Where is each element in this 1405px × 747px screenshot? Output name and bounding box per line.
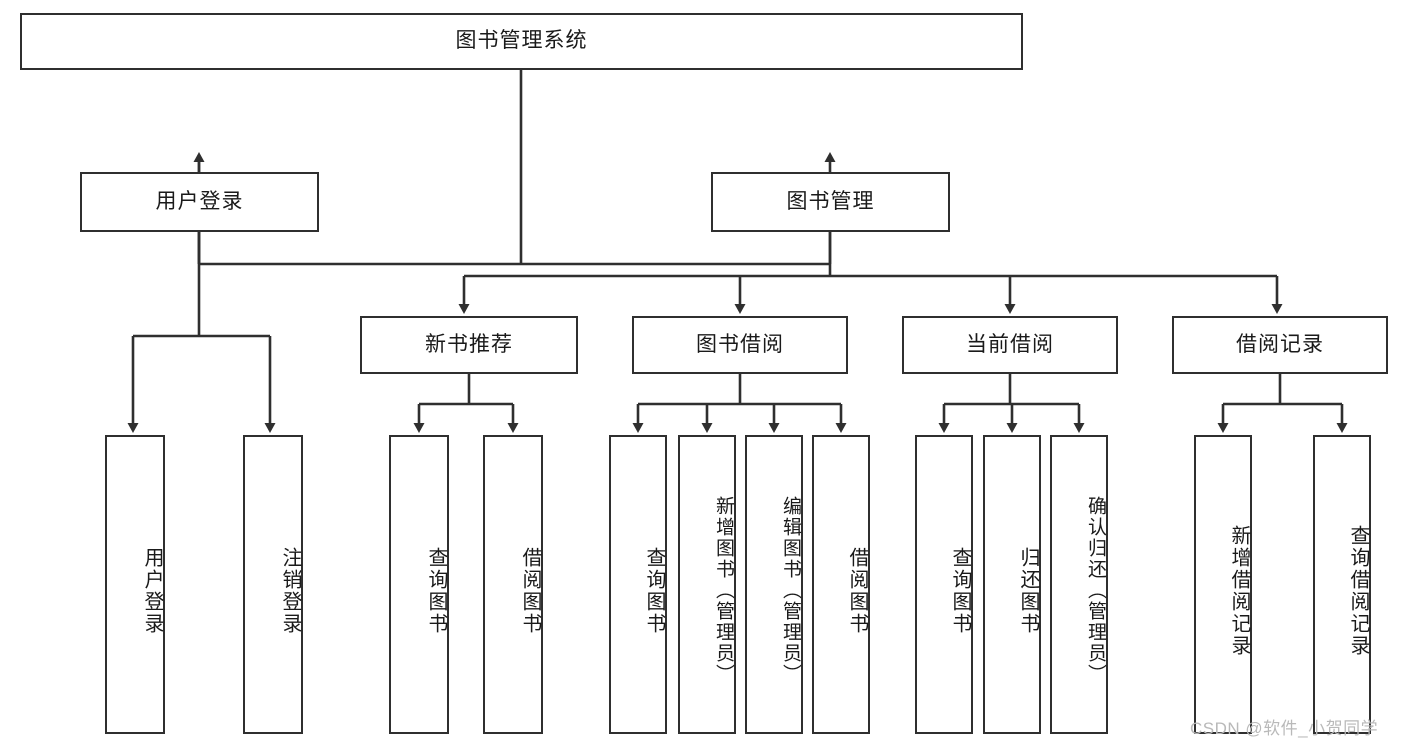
csdn-watermark: CSDN @软件_小贺同学	[1190, 719, 1379, 738]
node-book-borrowing[interactable]: 图书借阅	[632, 316, 848, 374]
node-current-borrowing[interactable]: 当前借阅	[902, 316, 1118, 374]
leaf-node-add-borrow-record[interactable]: 新增借阅记录	[1194, 435, 1252, 734]
leaf-node-edit-book-admin[interactable]: 编辑图书（管理员）	[745, 435, 803, 734]
leaf-node-borrow-books-rec[interactable]: 借阅图书	[483, 435, 543, 734]
leaf-node-return-books[interactable]: 归还图书	[983, 435, 1041, 734]
leaf-node-user-login[interactable]: 用户登录	[105, 435, 165, 734]
leaf-node-query-borrow-record[interactable]: 查询借阅记录	[1313, 435, 1371, 734]
leaf-node-query-books-rec[interactable]: 查询图书	[389, 435, 449, 734]
leaf-node-confirm-return-admin[interactable]: 确认归还（管理员）	[1050, 435, 1108, 734]
node-book-management[interactable]: 图书管理	[711, 172, 950, 232]
node-new-book-recommendation[interactable]: 新书推荐	[360, 316, 578, 374]
leaf-node-logout[interactable]: 注销登录	[243, 435, 303, 734]
leaf-node-add-book-admin[interactable]: 新增图书（管理员）	[678, 435, 736, 734]
leaf-node-query-books-current[interactable]: 查询图书	[915, 435, 973, 734]
node-borrow-records[interactable]: 借阅记录	[1172, 316, 1388, 374]
node-root-system[interactable]: 图书管理系统	[20, 13, 1023, 70]
node-user-login[interactable]: 用户登录	[80, 172, 319, 232]
leaf-node-borrow-books[interactable]: 借阅图书	[812, 435, 870, 734]
leaf-node-query-books-borrow[interactable]: 查询图书	[609, 435, 667, 734]
